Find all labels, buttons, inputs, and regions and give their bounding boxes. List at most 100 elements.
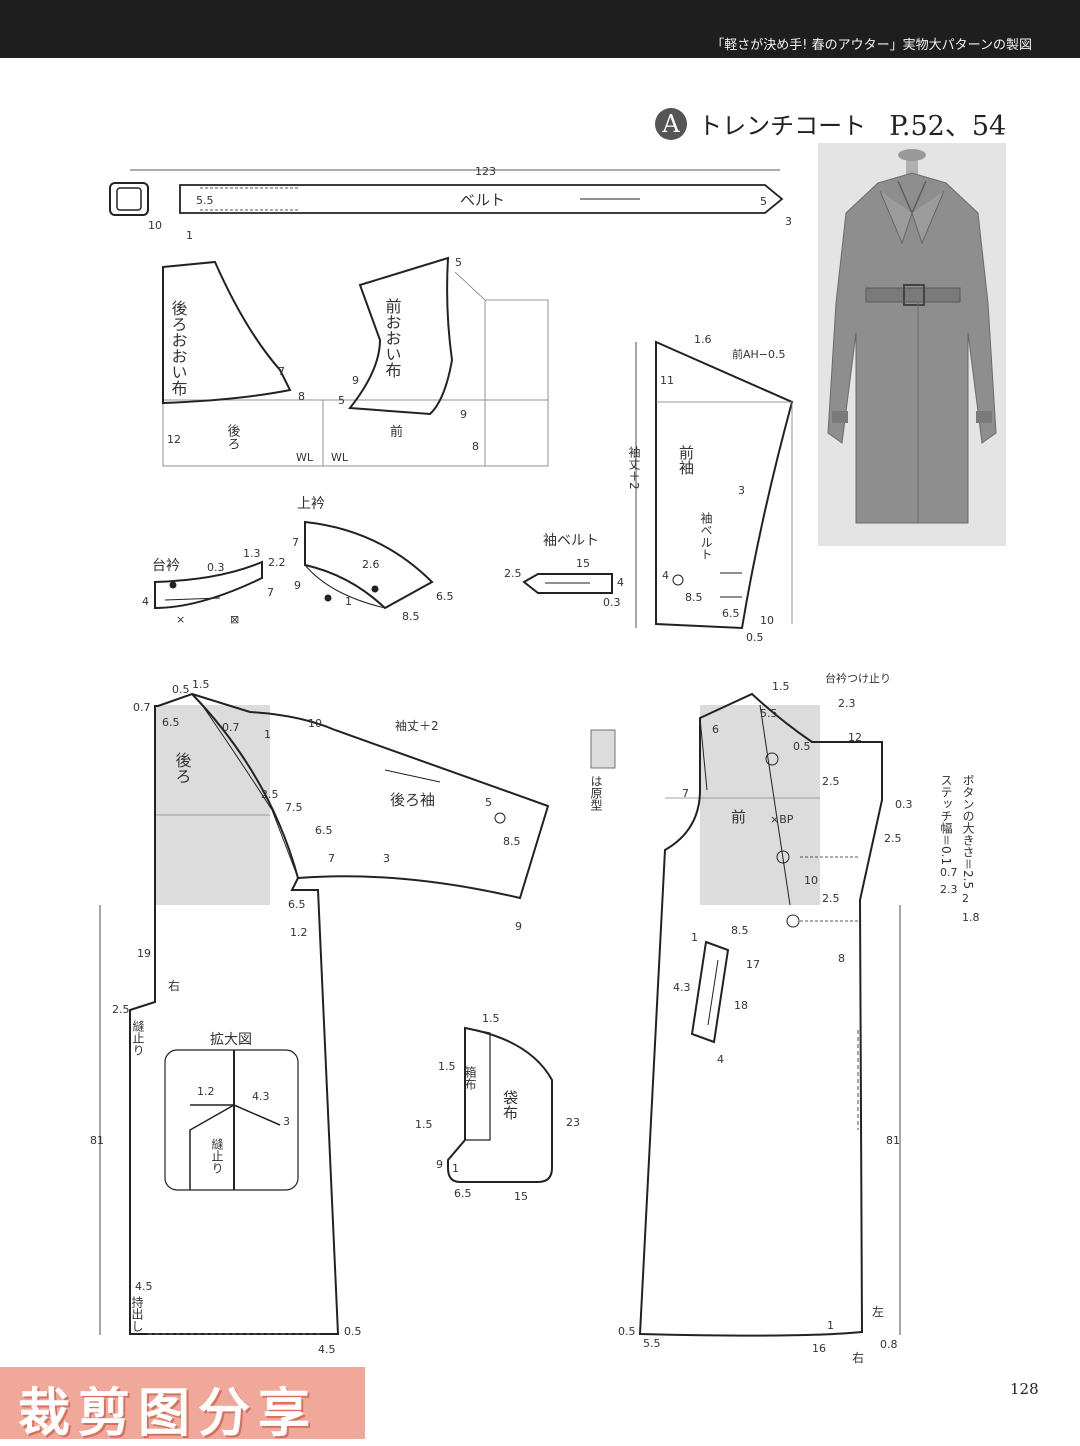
front-right-mark: 右 [852, 1350, 864, 1365]
front-collar-stop: 台衿つけ止り [825, 671, 891, 685]
legend-swatch [590, 729, 616, 769]
back-body-label: 後ろ [173, 752, 192, 784]
front-m23: 2.3 [838, 697, 856, 710]
back-overlap: 持出し [130, 1295, 144, 1332]
note-stitch-2: 0.7 [940, 866, 958, 879]
back-right-mark: 右 [168, 978, 180, 993]
back-m-07b: 0.7 [222, 721, 240, 734]
front-flap-outline [348, 256, 454, 416]
sleeve-belt-m3: 4 [617, 576, 624, 589]
back-m-05: 0.5 [172, 683, 190, 696]
front-m17: 17 [746, 958, 760, 971]
back-m-25: 2.5 [261, 788, 279, 801]
front-hem-16: 16 [812, 1342, 826, 1355]
buckle-outer [109, 182, 149, 216]
back-m-07a: 0.7 [133, 701, 151, 714]
collar-stand-name: 台衿 [152, 558, 180, 574]
front-m12: 12 [848, 731, 862, 744]
front-sleeve-m1: 1.6 [694, 333, 712, 346]
front-m43: 4.3 [673, 981, 691, 994]
front-flap-m5: 8 [472, 440, 479, 453]
pocket-piece: 袋布 箱布 1.5 1.5 1.5 9 1 6.5 15 23 [415, 1012, 580, 1203]
front-m8: 8 [838, 952, 845, 965]
front-m05: 0.5 [793, 740, 811, 753]
back-block-shade [155, 705, 270, 905]
back-sleeve-outline [191, 693, 550, 900]
sleeve-belt-piece: 袖ベルト 15 2.5 4 0.3 [504, 533, 624, 609]
zoom-m-43: 4.3 [252, 1090, 270, 1103]
upper-collar-m1: 7 [292, 536, 299, 549]
back-flap-outline [162, 260, 292, 405]
upper-collar-m4: 1 [345, 595, 352, 608]
front-m25c: 2.5 [822, 892, 840, 905]
front-body-label: 前 [731, 808, 746, 826]
note-button-size-2: 2 [962, 892, 969, 905]
belt-width-label: 5.5 [196, 194, 214, 207]
back-m-19: 19 [137, 947, 151, 960]
front-body-outline [638, 692, 883, 1337]
front-sleeve-outline [655, 340, 794, 630]
pocket-m15c: 1.5 [415, 1118, 433, 1131]
pocket-m65: 6.5 [454, 1187, 472, 1200]
back-sleeve-length: 袖丈＋2 [395, 718, 439, 733]
front-len-81: 81 [886, 1134, 900, 1147]
front-sleeve-piece: 前袖 袖丈＋2 袖ベルト 1.6 前AH−0.5 11 3 4 8.5 6.5 … [627, 333, 794, 644]
upper-collar-m6: 8.5 [402, 610, 420, 623]
front-pocket-welt [690, 940, 730, 1044]
sleeve-belt-m4: 0.3 [603, 596, 621, 609]
pocket-m9: 9 [436, 1158, 443, 1171]
collar-stand-cross: × [176, 613, 185, 626]
back-m-1: 1 [264, 728, 271, 741]
yoke-back-label: 後ろ [225, 424, 241, 450]
front-m25b: 2.5 [884, 832, 902, 845]
upper-collar-m3: 2.6 [362, 558, 380, 571]
collar-stand-mark: ⊠ [230, 613, 239, 626]
belt-length-label: 123 [475, 165, 496, 178]
belt-outline [179, 184, 784, 214]
note-stitch-3: 2.3 [940, 883, 958, 896]
back-flap-name: 後ろおおい布 [169, 300, 188, 396]
front-flap-name: 前おおい布 [383, 298, 402, 378]
zoom-m-12: 1.2 [197, 1085, 215, 1098]
back-body-piece: 後ろ 後ろ袖 袖丈＋2 0.5 1.5 0.7 6.5 0.7 10 1 2.5… [90, 678, 550, 1356]
front-sleeve-m8: 10 [760, 614, 774, 627]
pocket-box-outline [464, 1027, 491, 1141]
front-hem-1: 1 [827, 1319, 834, 1332]
back-m-65c: 6.5 [288, 898, 306, 911]
buckle-offset-label: 1 [186, 229, 193, 242]
belt-piece: 123 ベルト 5.5 10 1 5 3 [109, 165, 792, 242]
sleeve-belt-outline [522, 573, 613, 594]
pattern-title: A トレンチコート P.52、54 [655, 104, 1006, 144]
front-hem-55: 5.5 [643, 1337, 661, 1350]
coat-photo [818, 143, 1006, 546]
running-title: 「軽さが決め手! 春のアウター」実物大パターンの製図 [711, 38, 1032, 53]
back-m-75: 7.5 [285, 801, 303, 814]
zoom-m-3: 3 [283, 1115, 290, 1128]
sleeve-belt-m2: 2.5 [504, 567, 522, 580]
front-m4: 4 [717, 1053, 724, 1066]
pattern-pages: P.52、54 [889, 111, 1007, 142]
watermark-text: 裁剪图分享 [18, 1384, 319, 1444]
back-m-7: 7 [328, 852, 335, 865]
back-flap-m2: 8 [298, 390, 305, 403]
watermark-band [0, 1367, 365, 1439]
back-m-3: 3 [383, 852, 390, 865]
front-flap-m2: 9 [352, 374, 359, 387]
front-sleeve-m7: 6.5 [722, 607, 740, 620]
sleeve-belt-m1: 15 [576, 557, 590, 570]
yoke-m12: 12 [167, 433, 181, 446]
pocket-box-label: 箱布 [463, 1065, 477, 1091]
upper-collar-name: 上衿 [297, 496, 325, 512]
back-hem-45: 4.5 [318, 1343, 336, 1356]
buckle-width-label: 10 [148, 219, 162, 232]
back-m-5: 5 [485, 796, 492, 809]
back-m-9: 9 [515, 920, 522, 933]
collar-stand-m1: 1.3 [243, 547, 261, 560]
back-m-85: 8.5 [503, 835, 521, 848]
front-m6: 6 [712, 723, 719, 736]
collar-stand-m2: 0.3 [207, 561, 225, 574]
back-m-12: 1.2 [290, 926, 308, 939]
front-left-mark: 左 [872, 1304, 884, 1319]
front-sleeve-m3: 11 [660, 374, 674, 387]
